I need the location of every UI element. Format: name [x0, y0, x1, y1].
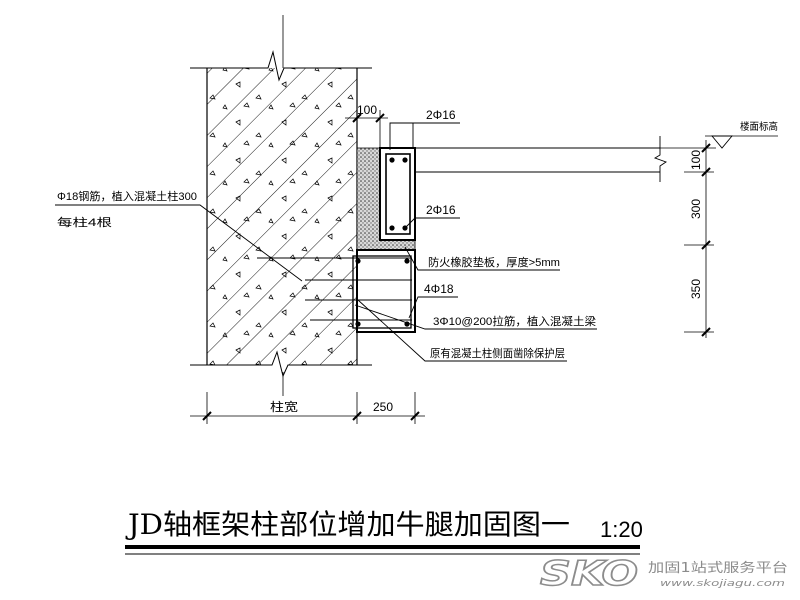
beam-section	[379, 147, 416, 241]
column-aggregate	[207, 68, 357, 365]
slab-break-line	[653, 136, 667, 182]
new-corbel	[257, 249, 416, 333]
top-dim-label: 100	[357, 103, 377, 117]
floor-slab	[415, 136, 716, 182]
watermark: SKO 加固1站式服务平台 www.skojiagu.com	[539, 553, 788, 595]
cover-removal-callout: 原有混凝土柱侧面凿除保护层	[357, 299, 567, 362]
bottom-dim-tick	[410, 411, 420, 421]
dowel-note-line1: Φ18钢筋，植入混凝土柱300	[57, 189, 197, 203]
top-rebar-callout: 2Φ16	[389, 108, 460, 150]
right-dim-tick	[701, 143, 711, 153]
corbel-rebar-bottom-left	[355, 321, 361, 327]
top-dim-tick	[352, 113, 362, 123]
tie-bars-label: 3Φ10@200拉筋，植入混凝土梁	[433, 314, 596, 328]
beam-top-rebar-left	[389, 157, 395, 163]
right-dimension: 100 300 350	[684, 140, 714, 338]
corbel-rebar-top-right	[404, 258, 410, 264]
column-width-label: 柱宽	[270, 399, 298, 414]
rubber-pad-label: 防火橡胶垫板，厚度>5mm	[428, 255, 560, 269]
beam-stirrup	[385, 153, 411, 235]
bottom-rebar-leader	[404, 217, 460, 229]
cover-removal-label: 原有混凝土柱侧面凿除保护层	[430, 346, 565, 360]
top-rebar-leader	[389, 122, 460, 150]
title-block: JD轴框架柱部位增加牛腿加固图一 1:20	[125, 508, 643, 555]
corbel-stirrup	[352, 255, 412, 329]
tie-bars-callout: 3Φ10@200拉筋，植入混凝土梁	[354, 304, 597, 330]
top-dim-tick	[375, 113, 385, 123]
existing-column	[190, 15, 372, 396]
dim-300-label: 300	[689, 199, 703, 219]
dim-100-label: 100	[689, 150, 703, 170]
drawing-title: JD轴框架柱部位增加牛腿加固图一	[125, 508, 570, 541]
watermark-slogan: 加固1站式服务平台	[648, 560, 788, 576]
watermark-logo: SKO	[540, 554, 638, 594]
watermark-url: www.skojiagu.com	[660, 579, 785, 589]
corbel-outline	[356, 249, 416, 333]
elevation-triangle-icon	[711, 135, 733, 149]
right-dim-tick	[701, 167, 711, 177]
corbel-rebar-top-left	[355, 258, 361, 264]
dim-350-label: 350	[689, 279, 703, 299]
top-dimension: 100	[345, 103, 388, 148]
column-top-break-line	[190, 50, 372, 82]
cover-removal-leader	[357, 299, 567, 362]
drawing-scale: 1:20	[600, 517, 643, 542]
elevation-marker: 楼面标高	[705, 120, 778, 149]
rubber-pad-callout: 防火橡胶垫板，厚度>5mm	[404, 246, 560, 271]
corbel-rebar-leader	[408, 296, 458, 319]
dowel-note-leader	[55, 204, 303, 282]
bottom-dimension: 柱宽 250	[190, 392, 425, 424]
top-rebar-label: 2Φ16	[426, 108, 456, 122]
bottom-rebar-callout: 2Φ16	[404, 203, 460, 229]
corbel-rebar-label: 4Φ18	[424, 282, 454, 296]
right-dim-tick	[701, 240, 711, 250]
dowel-note: Φ18钢筋，植入混凝土柱300 每柱4根	[55, 189, 303, 282]
bottom-rebar-label: 2Φ16	[426, 203, 456, 217]
bottom-dim-tick	[202, 411, 212, 421]
beam-outline	[379, 147, 416, 241]
corbel-rebar-callout: 4Φ18	[408, 282, 458, 319]
right-dim-tick	[701, 327, 711, 337]
beam-bottom-rebar-left	[389, 225, 395, 231]
column-bottom-break-line	[190, 350, 372, 378]
rubber-pad-leader	[404, 246, 560, 271]
bottom-dim-tick	[352, 411, 362, 421]
dowel-note-line2: 每柱4根	[57, 215, 112, 229]
floor-elevation-label: 楼面标高	[740, 120, 778, 133]
tie-bars-leader	[354, 304, 597, 330]
beam-top-rebar-right	[402, 157, 408, 163]
dim-250-label: 250	[373, 400, 393, 414]
